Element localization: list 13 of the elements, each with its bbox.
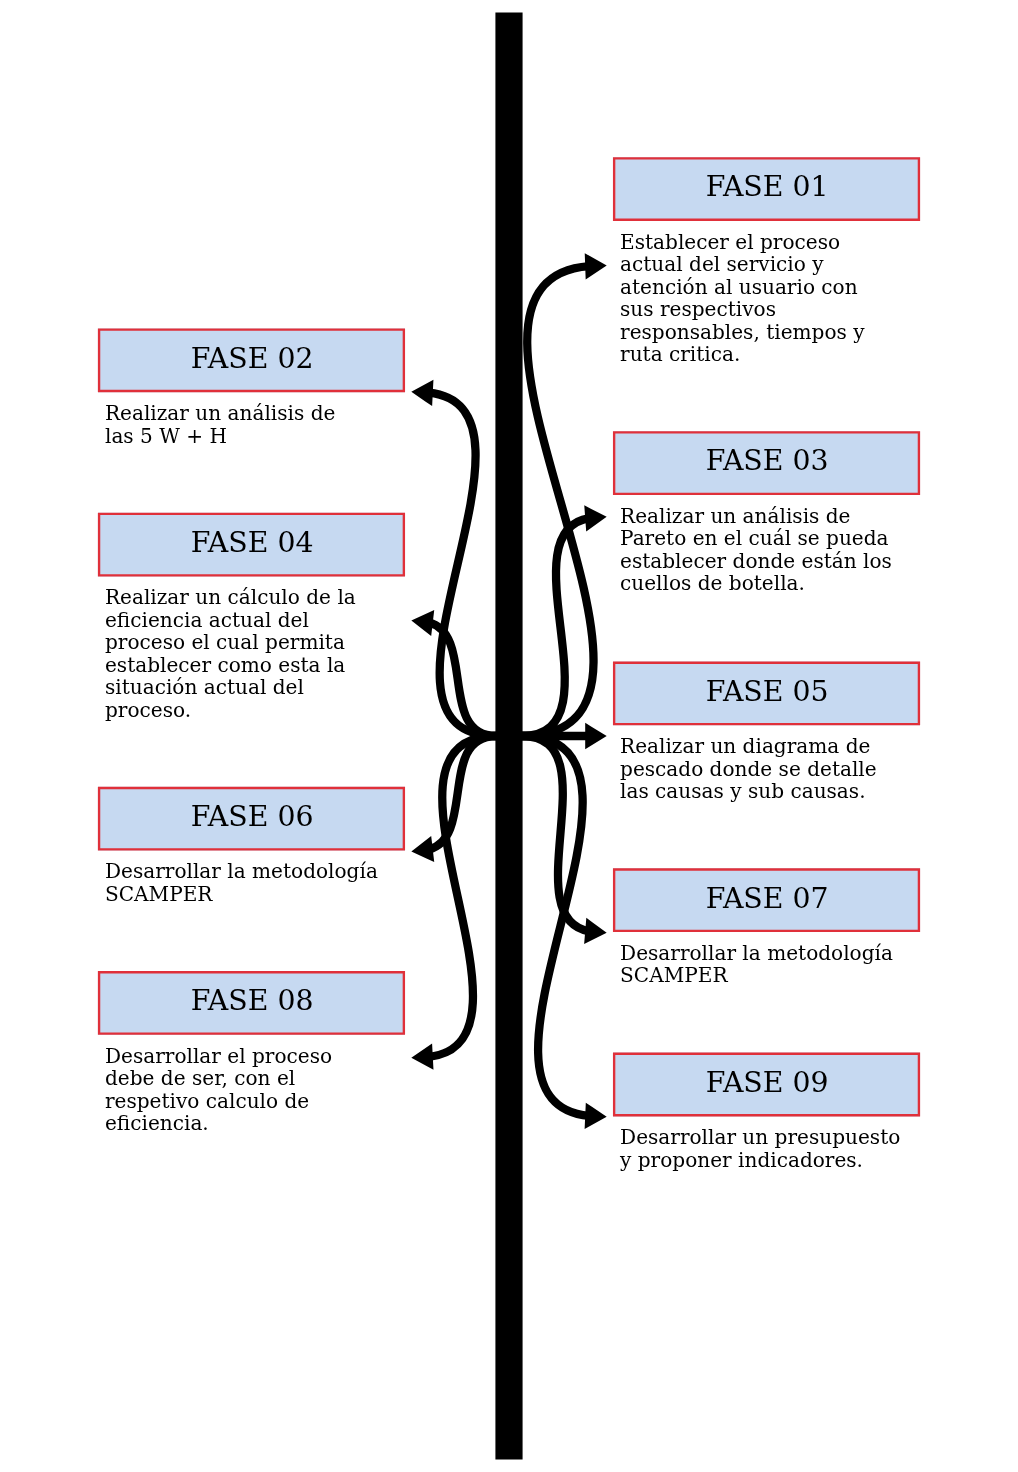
arrow bbox=[411, 731, 497, 1070]
arrow bbox=[521, 731, 607, 1129]
node-label: Realizar un análisis de Pareto en el cuál se pueda establecer donde están los cuellos de botella. bbox=[620, 503, 892, 596]
node-label: Desarrollar un presupuesto y proponer indicadores. bbox=[620, 1125, 901, 1172]
node-label: Desarrollar la metodología SCAMPER bbox=[104, 859, 378, 906]
node-label: Realizar un cálculo de la eficiencia actual del proceso el cual permita establecer como esta la situación actual del proceso. bbox=[104, 585, 356, 722]
node-label: Realizar un análisis de las 5 W + H bbox=[104, 401, 336, 448]
node-label: Desarrollar el proceso debe de ser, con el respetivo calculo de eficiencia. bbox=[104, 1043, 333, 1136]
node-label: Realizar un diagrama de pescado donde se detalle las causas y sub causas. bbox=[620, 734, 877, 804]
node-bar bbox=[495, 12, 523, 1460]
arrow bbox=[521, 253, 607, 741]
node-label: Desarrollar la metodología SCAMPER bbox=[620, 940, 893, 988]
node-label: Establecer el proceso actual del servicio y atención al usuario con sus respectivos responsables, tiempos y ruta critica. bbox=[620, 229, 865, 367]
